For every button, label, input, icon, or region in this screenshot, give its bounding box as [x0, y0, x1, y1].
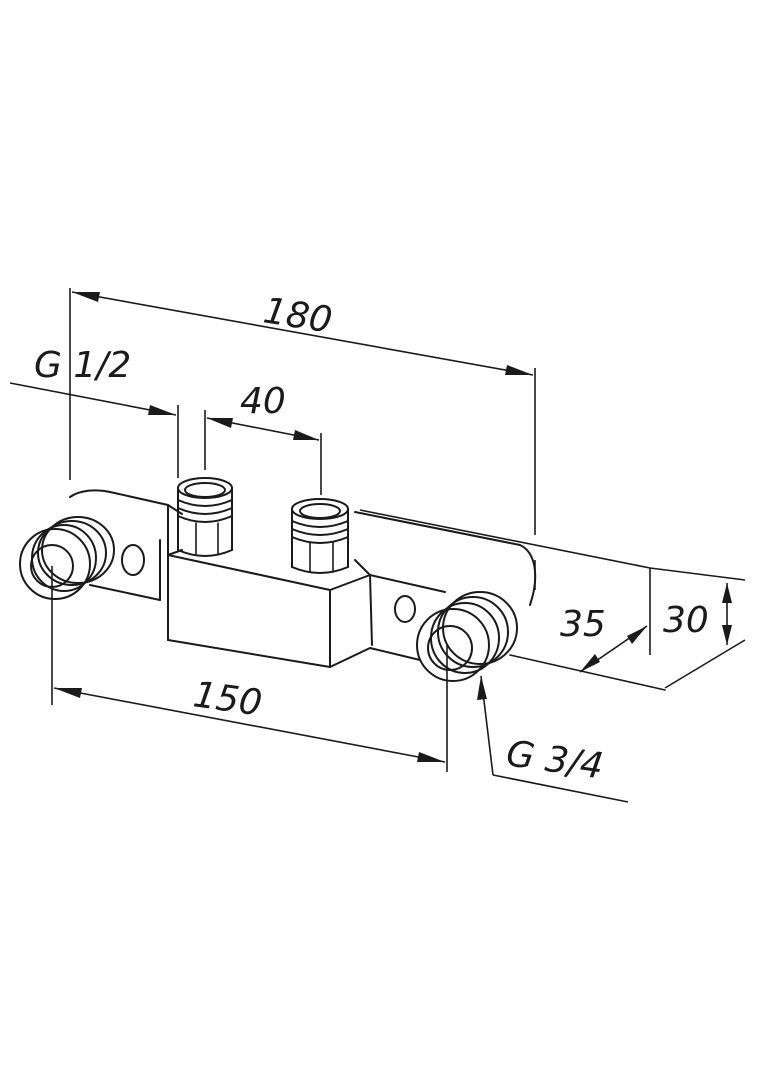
dimension-inlet-thread	[9, 382, 179, 478]
left-outlet-fitting	[19, 516, 115, 600]
dimension-overall-length	[69, 288, 536, 590]
right-outlet-fitting	[416, 591, 518, 682]
label-overall-length: 180	[261, 290, 335, 341]
mixer-body	[69, 489, 666, 691]
mounting-hole-left	[121, 544, 145, 576]
label-depth: 35	[560, 604, 606, 645]
label-height: 30	[663, 600, 709, 641]
dimension-outlet-thread	[477, 675, 629, 803]
label-inlet-thread: G 1/2	[34, 345, 131, 386]
dimension-depth	[359, 509, 651, 673]
dimension-height	[649, 567, 746, 689]
dimension-inlet-spacing	[204, 410, 322, 495]
inlet-nipple-right	[291, 498, 349, 574]
mounting-hole-right	[394, 595, 416, 623]
inlet-nipple-left	[177, 477, 233, 557]
dimension-outlet-spacing	[51, 566, 448, 772]
label-outlet-thread: G 3/4	[504, 733, 606, 787]
label-outlet-spacing: 150	[191, 674, 265, 724]
label-inlet-spacing: 40	[240, 381, 286, 422]
